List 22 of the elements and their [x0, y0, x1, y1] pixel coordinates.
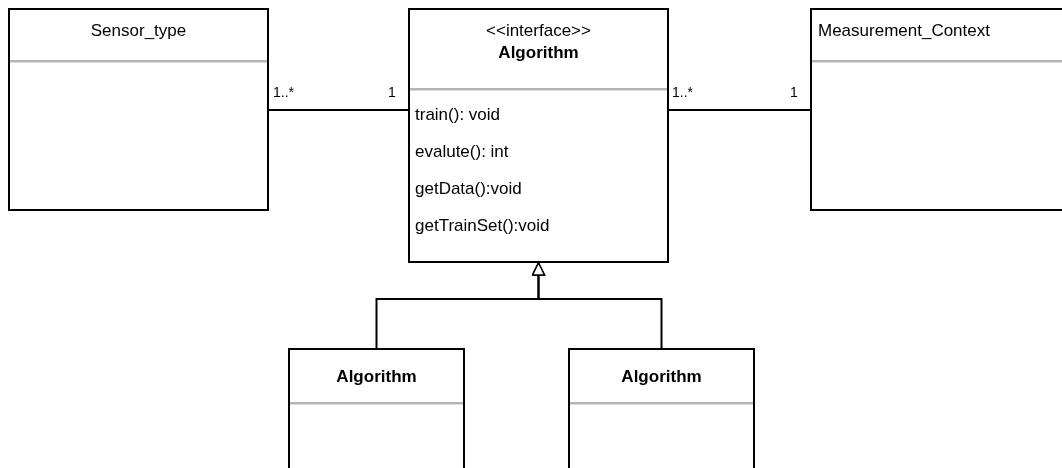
class-box: [8, 8, 269, 211]
class-name: Algorithm: [621, 366, 702, 388]
class-name: Measurement_Context: [818, 20, 990, 42]
method-signature: getTrainSet():void: [415, 215, 550, 237]
method-signature: getData():void: [415, 178, 522, 200]
class-name: Algorithm: [498, 42, 579, 64]
class-box: [568, 348, 755, 468]
multiplicity-label: 1..*: [273, 84, 294, 100]
association-line: [668, 109, 811, 111]
class-name: Algorithm: [336, 366, 417, 388]
class-box: [810, 8, 1062, 211]
method-signature: evalute(): int: [415, 141, 509, 163]
multiplicity-label: 1..*: [672, 84, 693, 100]
class-box: [288, 348, 465, 468]
association-line: [268, 109, 409, 111]
multiplicity-label: 1: [388, 84, 396, 100]
class-name: Sensor_type: [90, 20, 187, 42]
inheritance-arrow: [531, 262, 663, 349]
class-box: [408, 8, 669, 263]
multiplicity-label: 1: [790, 84, 798, 100]
stereotype-label: <<interface>>: [486, 20, 591, 42]
method-signature: train(): void: [415, 104, 501, 126]
